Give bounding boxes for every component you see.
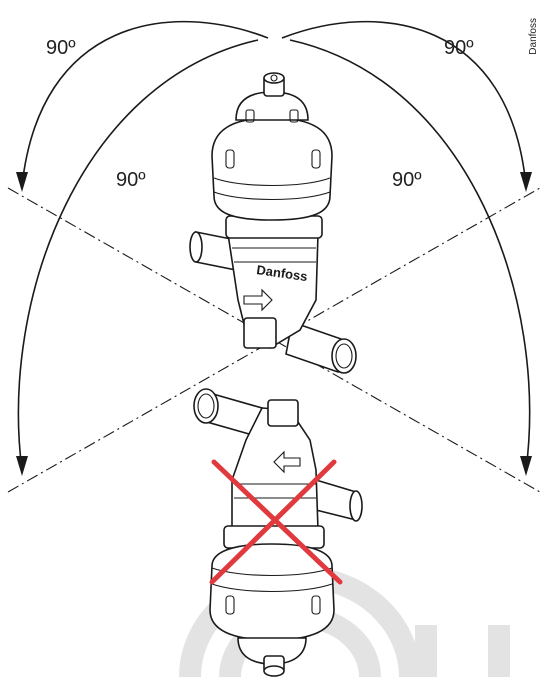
valve-inverted — [193, 388, 363, 677]
direction-arrow-icon — [243, 288, 273, 312]
direction-arrow-icon — [273, 450, 301, 474]
axis-lines — [7, 187, 541, 493]
prohibited-cross-icon — [209, 459, 343, 585]
arrow-tip-icon — [520, 456, 532, 476]
arrow-tip-icon — [16, 172, 28, 192]
arrow-tip-icon — [16, 456, 28, 476]
arc-big-right — [289, 39, 531, 471]
axis-line-descending — [7, 187, 541, 493]
angle-arcs — [16, 20, 532, 476]
angle-label-top-right: 90º — [444, 37, 474, 59]
arc-top-right — [281, 20, 527, 187]
brand-label: Danfoss — [528, 18, 539, 55]
valve-brand-marking: Danfoss — [256, 262, 309, 284]
angle-label-top-left: 90º — [46, 37, 76, 59]
angle-label-mid-left: 90º — [116, 169, 146, 191]
valve-upright: Danfoss — [189, 72, 357, 374]
arc-big-left — [17, 39, 259, 471]
arc-top-left — [21, 20, 269, 187]
arrow-tip-icon — [520, 172, 532, 192]
axis-line-ascending — [7, 187, 541, 493]
angle-label-mid-right: 90º — [392, 169, 422, 191]
